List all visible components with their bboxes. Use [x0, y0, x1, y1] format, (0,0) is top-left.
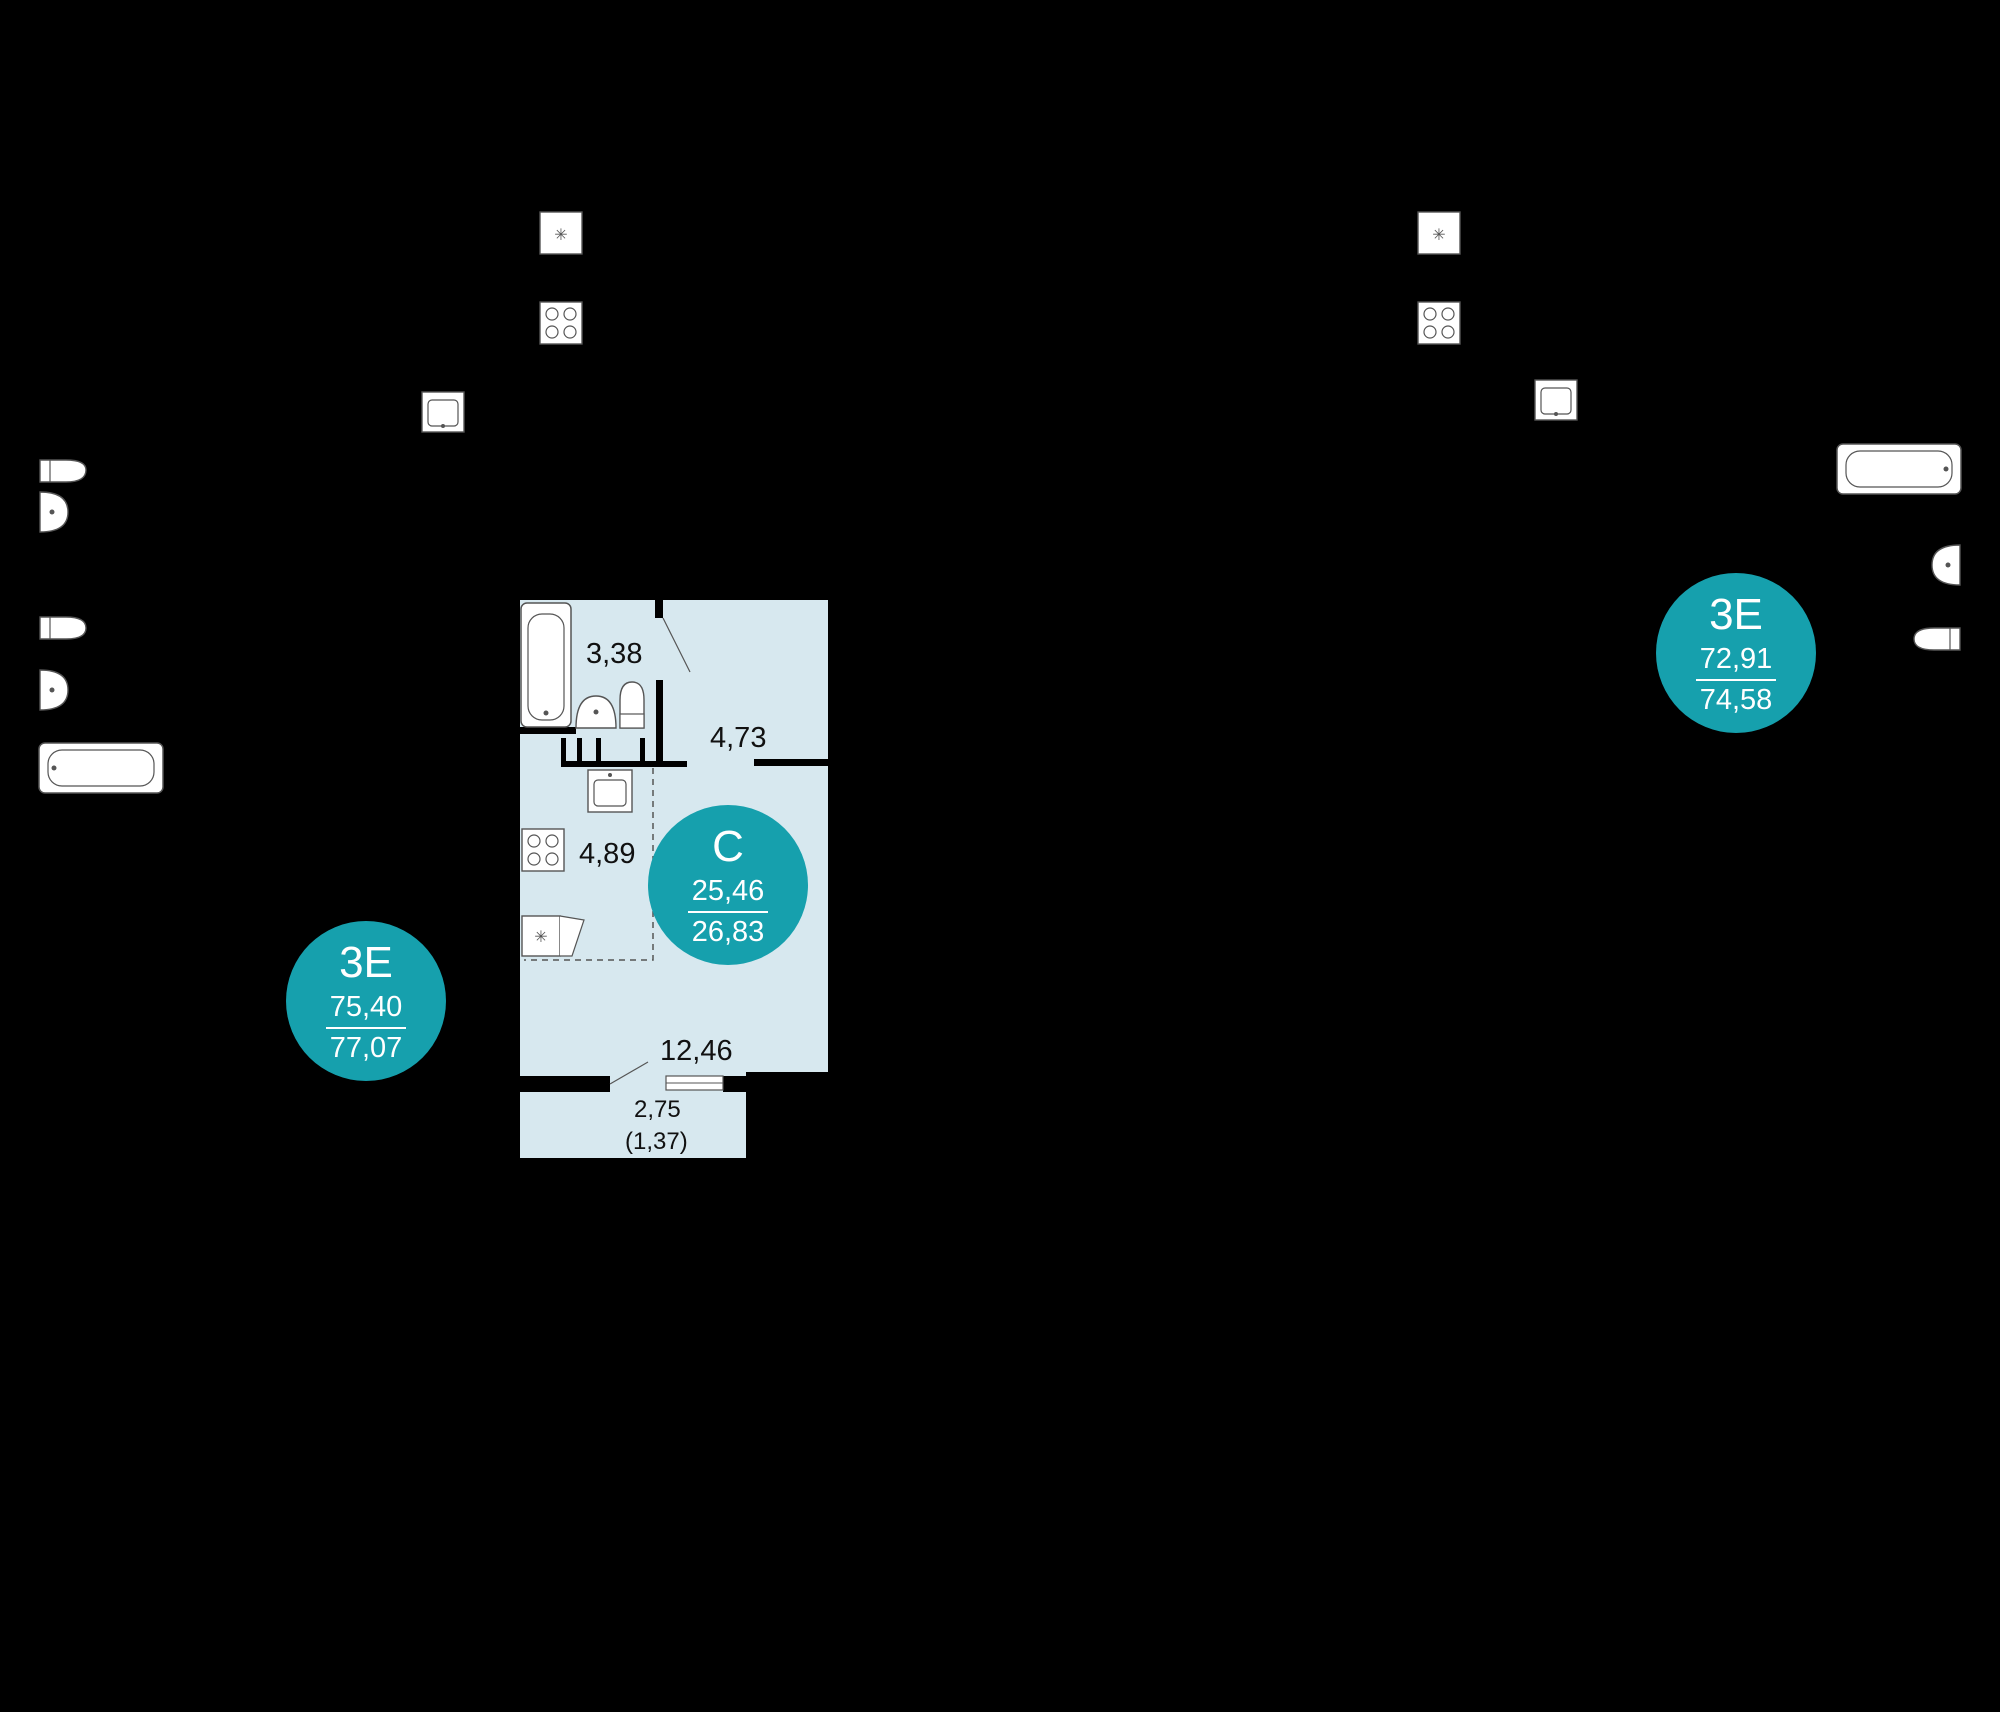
- bathtub-icon: [1836, 443, 1962, 495]
- washbasin-icon: [1931, 544, 1961, 586]
- unit-total-area: 74,58: [1699, 684, 1773, 717]
- kitchen-partition: [524, 768, 654, 961]
- unit-badge-center[interactable]: С 25,46 26,83: [648, 805, 808, 965]
- fridge-icon: ✳: [539, 211, 583, 255]
- toilet-icon: [619, 681, 645, 729]
- unit-total-area: 77,07: [329, 1032, 403, 1065]
- unit-living-area: 25,46: [687, 875, 769, 914]
- room-area-balcony: 2,75: [634, 1096, 681, 1123]
- door-swing-line: [662, 617, 691, 673]
- bathtub-icon: [38, 742, 164, 794]
- svg-text:✳: ✳: [534, 927, 547, 946]
- sink-icon: [1534, 379, 1578, 421]
- unit-living-area: 75,40: [325, 991, 407, 1030]
- unit-total-area: 26,83: [691, 916, 765, 949]
- studio-walls: [520, 600, 828, 1092]
- unit-badge-right[interactable]: 3E 72,91 74,58: [1656, 573, 1816, 733]
- room-area-balcony-reduced: (1,37): [625, 1128, 688, 1155]
- sink-icon: [587, 769, 633, 813]
- toilet-icon: [39, 616, 87, 640]
- washbasin-icon: [575, 695, 617, 729]
- bathtub-icon: [520, 602, 572, 728]
- room-area-hallway: 4,73: [710, 722, 767, 754]
- unit-code: 3E: [1709, 590, 1763, 639]
- room-area-bathroom: 3,38: [586, 638, 643, 670]
- stove-icon: [1417, 301, 1461, 345]
- toilet-icon: [1913, 627, 1961, 651]
- fridge-icon: ✳: [1417, 211, 1461, 255]
- unit-living-area: 72,91: [1695, 643, 1777, 682]
- sink-icon: [421, 391, 465, 433]
- svg-text:✳: ✳: [554, 225, 567, 244]
- room-area-living: 12,46: [660, 1035, 733, 1067]
- unit-code: С: [712, 822, 744, 871]
- unit-code: 3E: [339, 938, 393, 987]
- svg-text:✳: ✳: [1432, 225, 1445, 244]
- washbasin-icon: [39, 491, 69, 533]
- balcony-window: [665, 1075, 724, 1091]
- stove-icon: [521, 828, 565, 872]
- toilet-icon: [39, 459, 87, 483]
- fridge-icon: ✳: [521, 915, 585, 957]
- unit-badge-left[interactable]: 3E 75,40 77,07: [286, 921, 446, 1081]
- balcony-door-line: [609, 1061, 649, 1085]
- stove-icon: [539, 301, 583, 345]
- left-unit-fixtures: ✳: [38, 211, 583, 794]
- right-unit-fixtures: ✳: [1417, 211, 1962, 651]
- room-area-kitchen: 4,89: [579, 838, 636, 870]
- washbasin-icon: [39, 669, 69, 711]
